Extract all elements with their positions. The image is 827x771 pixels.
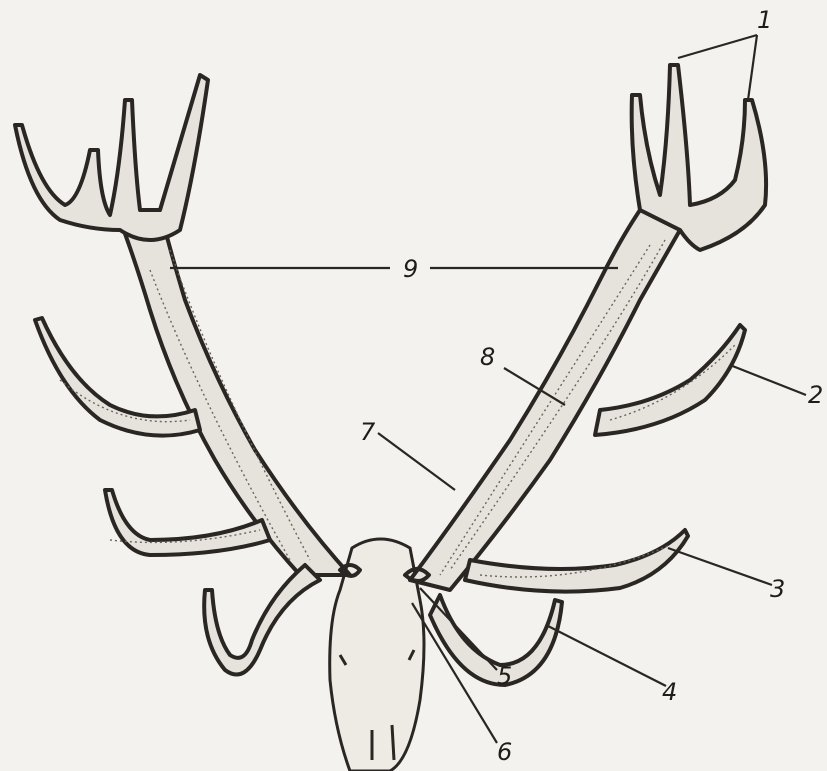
label-4: 4 bbox=[662, 678, 677, 706]
label-7: 7 bbox=[360, 418, 376, 446]
left-antler bbox=[15, 75, 350, 675]
label-2: 2 bbox=[808, 381, 823, 409]
right-tine-3 bbox=[465, 530, 688, 592]
left-crown bbox=[15, 75, 208, 240]
label-6: 6 bbox=[497, 738, 512, 766]
right-tine-4 bbox=[430, 595, 562, 685]
label-8: 8 bbox=[480, 343, 495, 371]
right-antler bbox=[410, 65, 766, 685]
label-1: 1 bbox=[757, 6, 772, 34]
left-main-beam bbox=[120, 210, 350, 575]
left-tine-4 bbox=[204, 565, 320, 675]
label-5: 5 bbox=[497, 662, 512, 690]
label-3: 3 bbox=[770, 575, 785, 603]
label-9: 9 bbox=[403, 255, 418, 283]
